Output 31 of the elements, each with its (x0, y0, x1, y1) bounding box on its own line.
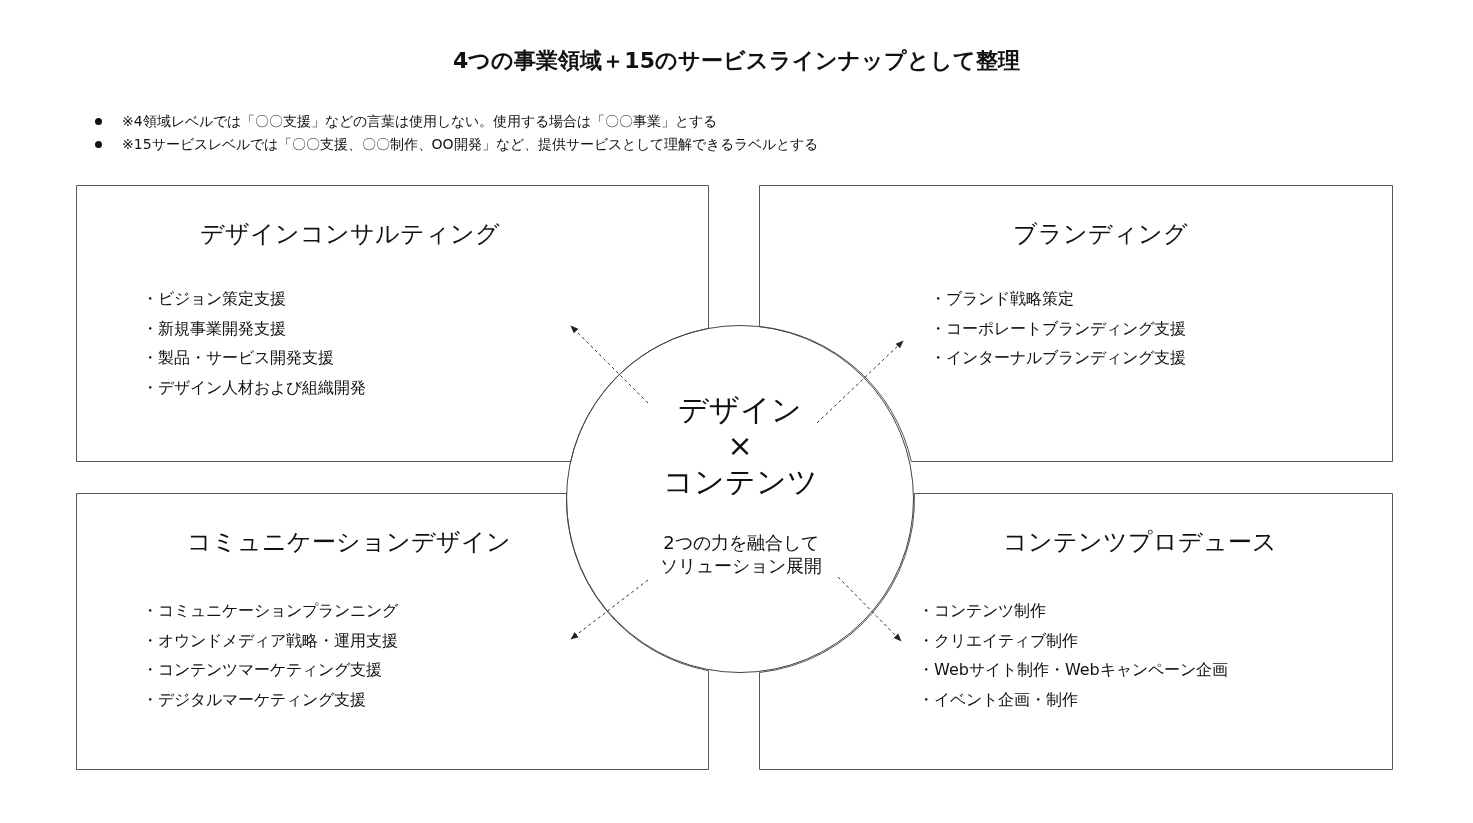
list-item: ・コミュニケーションプランニング (142, 601, 398, 621)
list-item: ・新規事業開発支援 (142, 318, 286, 339)
list-item: ・デジタルマーケティング支援 (142, 690, 366, 711)
list-item: ・コンテンツ制作 (918, 601, 1046, 621)
arrow (570, 579, 649, 640)
box-heading: デザインコンサルティング (200, 220, 500, 248)
list-item: ・コーポレートブランディング支援 (930, 318, 1186, 339)
box-heading: ブランディング (1013, 220, 1188, 248)
circle-title: デザイン (677, 392, 803, 428)
box-heading: コンテンツプロデュース (1003, 528, 1277, 556)
note-text: ※15サービスレベルでは「〇〇支援、〇〇制作、OO開発」など、提供サービスとして理解できるラベルとする (122, 135, 818, 154)
list-item: ・製品・サービス開発支援 (142, 348, 334, 369)
list-item: ・ビジョン策定支援 (142, 289, 286, 309)
list-item: ・インターナルブランディング支援 (930, 348, 1186, 369)
list-item: ・Webサイト制作・Webキャンペーン企画 (918, 660, 1228, 681)
box-heading: コミュニケーションデザイン (187, 528, 511, 556)
circle-title: × (726, 428, 754, 464)
arrow (837, 576, 902, 642)
arrow (816, 340, 904, 424)
list-item: ・コンテンツマーケティング支援 (142, 660, 382, 681)
list-item: ・デザイン人材および組織開発 (142, 378, 366, 399)
list-item: ・オウンドメディア戦略・運用支援 (142, 630, 398, 651)
page-title: 4つの事業領域＋15のサービスラインナップとして整理 (452, 47, 1021, 75)
arrow (570, 325, 649, 404)
list-item: ・ブランド戦略策定 (930, 289, 1074, 309)
circle-subtitle: 2つの力を融合してソリューション展開 (659, 531, 823, 577)
circle-title: コンテンツ (661, 464, 819, 500)
list-item: ・クリエイティブ制作 (918, 630, 1078, 651)
category-box (76, 185, 709, 462)
note-text: ※4領域レベルでは「〇〇支援」などの言葉は使用しない。使用する場合は「〇〇事業」とする (122, 112, 717, 131)
list-item: ・イベント企画・制作 (918, 690, 1078, 711)
